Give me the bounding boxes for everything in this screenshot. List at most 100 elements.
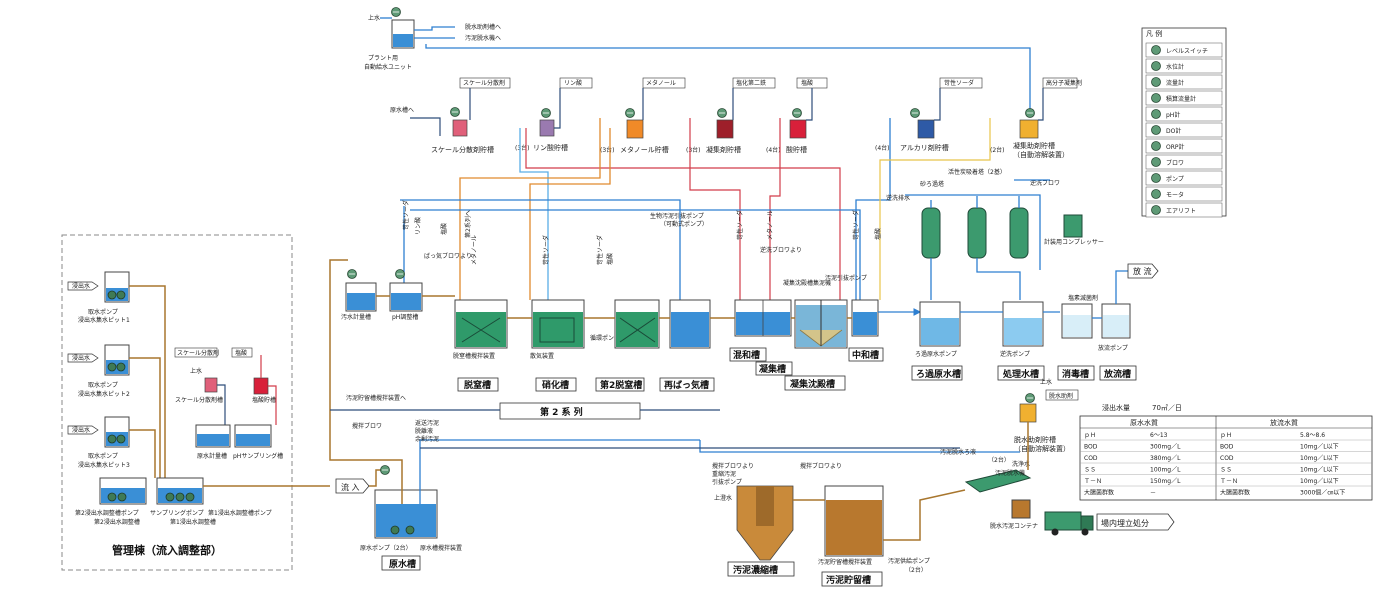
- main-process: 汚水計量槽 pH調整槽 ばっ気ブロワより 脱窒槽攪拌装置 脱窒槽 散気装置 循環…: [330, 200, 922, 443]
- svg-text:返送汚泥: 返送汚泥: [415, 419, 439, 427]
- svg-text:余剰汚泥: 余剰汚泥: [415, 435, 439, 443]
- svg-text:生物汚泥引抜ポンプ: 生物汚泥引抜ポンプ: [650, 212, 704, 220]
- legend-symbol-icon: [1151, 77, 1161, 87]
- legend-item: エアリフト: [1145, 202, 1223, 218]
- svg-text:引抜ポンプ: 引抜ポンプ: [712, 478, 742, 486]
- svg-text:上水: 上水: [1040, 378, 1052, 386]
- svg-text:砂ろ過塔: 砂ろ過塔: [920, 180, 944, 188]
- chemical-methanol: メタノール (3台) メタノール貯槽: [600, 77, 686, 154]
- pipe-label: 苛性ソーダ: [542, 235, 550, 265]
- pipe-label: 塩酸: [606, 253, 614, 265]
- svg-text:浸出水: 浸出水: [72, 282, 90, 290]
- legend-item-label: 水位計: [1166, 63, 1184, 71]
- legend-item: 積算流量計: [1145, 90, 1223, 106]
- legend-symbol-icon: [1151, 45, 1161, 55]
- svg-text:ろ過原水槽: ろ過原水槽: [916, 368, 961, 380]
- chemical-hcl: 塩酸 (4台) 酸貯槽: [766, 77, 828, 154]
- legend-item: ブロワ: [1145, 154, 1223, 170]
- svg-text:70㎥／日: 70㎥／日: [1152, 403, 1182, 412]
- series-2-label: 第 2 系 列: [540, 406, 583, 418]
- svg-text:第2浸出水調整槽: 第2浸出水調整槽: [94, 518, 140, 526]
- svg-text:攪拌ブロワ: 攪拌ブロワ: [352, 422, 382, 430]
- svg-text:原水水質: 原水水質: [1130, 418, 1158, 427]
- svg-text:硝化槽: 硝化槽: [542, 379, 569, 391]
- svg-text:高分子凝集剤: 高分子凝集剤: [1046, 79, 1082, 87]
- svg-text:スケール分散剤貯槽: スケール分散剤貯槽: [431, 145, 494, 154]
- legend-symbol-icon: [1151, 93, 1161, 103]
- legend-item-label: ブロワ: [1166, 159, 1184, 167]
- advanced-treatment: 逆洗排水 活性炭吸着塔（2基） 砂ろ過塔 逆洗ブロワ 計装用コンプレッサー ろ過…: [886, 168, 1159, 381]
- svg-text:活性炭吸着塔（2基）: 活性炭吸着塔（2基）: [948, 168, 1006, 176]
- pipe-label: リン酸: [414, 217, 422, 235]
- svg-text:浸出水集水ピット2: 浸出水集水ピット2: [78, 390, 130, 398]
- raw-tank-label: 原水槽: [389, 558, 416, 570]
- svg-text:（2台）: （2台）: [905, 566, 927, 574]
- svg-text:10mg／L以下: 10mg／L以下: [1300, 444, 1339, 451]
- svg-text:メタノール: メタノール: [646, 79, 676, 87]
- legend-item: ポンプ: [1145, 170, 1223, 186]
- svg-text:循環ポンプ: 循環ポンプ: [590, 334, 620, 342]
- auto-water-unit: 上水 プラント用 自動給水ユニット 脱水助剤槽へ 汚泥脱水機へ: [364, 7, 1031, 110]
- unit-label-2: 自動給水ユニット: [364, 63, 412, 71]
- chemical-scale: スケール分散剤 スケール分散剤貯槽 原水槽へ: [390, 77, 511, 154]
- pipe-label: 苛性ソーダ: [402, 200, 410, 230]
- svg-text:スケール分散剤槽: スケール分散剤槽: [175, 396, 223, 404]
- svg-text:凝集剤貯槽: 凝集剤貯槽: [706, 145, 741, 154]
- svg-text:中和槽: 中和槽: [852, 349, 879, 361]
- svg-text:原水ポンプ（2台）: 原水ポンプ（2台）: [360, 544, 412, 552]
- svg-text:上水: 上水: [190, 367, 202, 375]
- svg-text:汚泥脱水ろ液: 汚泥脱水ろ液: [940, 448, 976, 456]
- svg-text:サンプリングポンプ: サンプリングポンプ: [150, 509, 204, 517]
- legend-symbol-icon: [1151, 189, 1161, 199]
- svg-text:汚泥貯留槽: 汚泥貯留槽: [826, 574, 871, 586]
- svg-text:脱窒槽: 脱窒槽: [464, 379, 491, 391]
- svg-text:ろ過原水ポンプ: ろ過原水ポンプ: [915, 350, 957, 358]
- legend-symbol-icon: [1151, 109, 1161, 119]
- svg-text:塩化第二鉄: 塩化第二鉄: [736, 79, 766, 87]
- svg-text:（可動式ポンプ）: （可動式ポンプ）: [660, 220, 708, 228]
- legend-item-label: pH計: [1166, 111, 1180, 119]
- svg-text:ＳＳ: ＳＳ: [1220, 467, 1232, 474]
- svg-text:放流ポンプ: 放流ポンプ: [1098, 344, 1128, 352]
- svg-text:（自動溶解装置）: （自動溶解装置）: [1014, 444, 1070, 453]
- landfill-label: 場内埋立処分: [1101, 518, 1149, 528]
- svg-text:浸出水: 浸出水: [72, 426, 90, 434]
- svg-text:原水計量槽: 原水計量槽: [197, 452, 227, 460]
- legend-item-label: ポンプ: [1166, 175, 1184, 183]
- legend-title: 凡 例: [1146, 29, 1162, 38]
- inflow-area: 浸出水 取水ポンプ 浸出水集水ピット1 浸出水 取水ポンプ 浸出水集水ピット2 …: [61, 234, 330, 571]
- svg-text:凝集沈殿槽: 凝集沈殿槽: [790, 378, 835, 390]
- svg-text:浸出水: 浸出水: [72, 354, 90, 362]
- raw-water-tank: 原水ポンプ（2台） 原水槽攪拌装置 原水槽: [329, 259, 700, 571]
- legend: 凡 例 レベルスイッチ水位計流量計積算流量計pH計DO計ORP計ブロワポンプモー…: [1141, 27, 1227, 218]
- svg-text:原水槽攪拌装置: 原水槽攪拌装置: [420, 544, 462, 552]
- svg-text:浸出水集水ピット3: 浸出水集水ピット3: [78, 461, 130, 469]
- svg-text:塩酸: 塩酸: [235, 349, 247, 357]
- legend-item: ORP計: [1145, 138, 1223, 154]
- svg-text:（2台）: （2台）: [988, 456, 1010, 464]
- svg-text:ｐＨ: ｐＨ: [1084, 432, 1096, 439]
- pipe-label: 塩酸: [874, 228, 882, 240]
- svg-text:逆洗ブロワより: 逆洗ブロワより: [760, 246, 802, 254]
- svg-text:BOD: BOD: [1220, 444, 1234, 451]
- svg-text:汚泥貯留槽攪拌装置: 汚泥貯留槽攪拌装置: [818, 558, 872, 566]
- legend-item-label: ORP計: [1166, 143, 1185, 151]
- svg-text:攪拌ブロワより: 攪拌ブロワより: [800, 462, 842, 470]
- svg-text:メタノール貯槽: メタノール貯槽: [620, 145, 669, 154]
- pipe-label: 第2系列へ: [464, 210, 472, 238]
- svg-text:(3台): (3台): [600, 146, 615, 154]
- svg-text:放流槽: 放流槽: [1103, 368, 1131, 380]
- svg-text:ばっ気ブロワより: ばっ気ブロワより: [424, 252, 472, 260]
- svg-text:消毒槽: 消毒槽: [1062, 368, 1089, 380]
- legend-item: 流量計: [1145, 74, 1223, 90]
- svg-text:取水ポンプ: 取水ポンプ: [88, 308, 118, 316]
- svg-text:汚泥供給ポンプ: 汚泥供給ポンプ: [888, 557, 930, 565]
- to-dewater-label: 脱水助剤槽へ: [465, 23, 501, 31]
- svg-text:リン酸: リン酸: [564, 79, 582, 87]
- svg-text:酸貯槽: 酸貯槽: [786, 145, 807, 154]
- svg-text:脱窒槽攪拌装置: 脱窒槽攪拌装置: [453, 352, 495, 360]
